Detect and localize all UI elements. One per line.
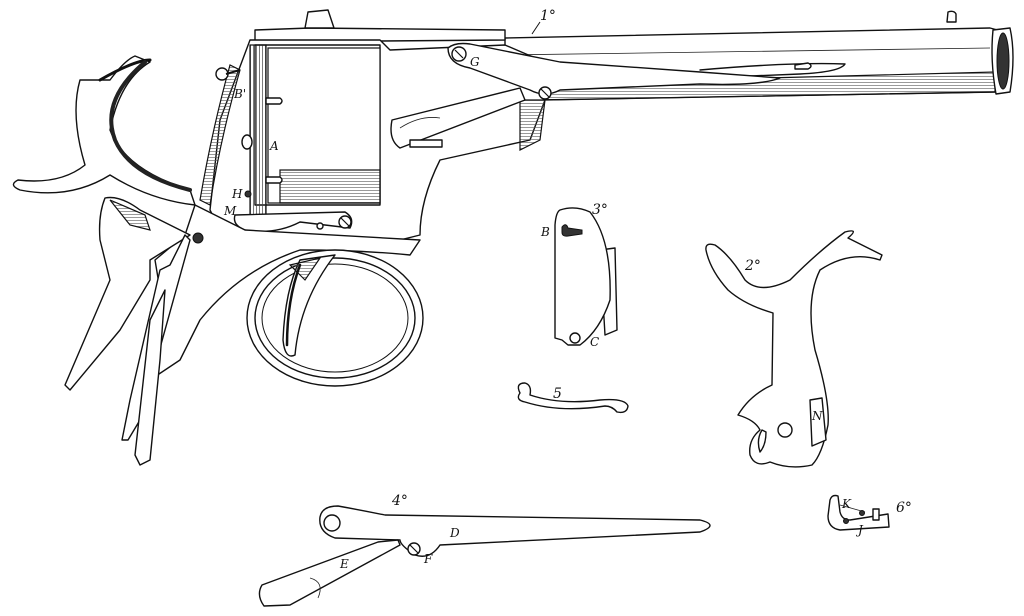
cylinder xyxy=(241,44,381,216)
grip-frame xyxy=(134,204,421,391)
label-fig2: 2° xyxy=(744,258,761,274)
label-fig1: 1° xyxy=(540,8,556,24)
label-F: F xyxy=(423,552,433,566)
label-fig3: 3° xyxy=(592,202,608,218)
label-M: M xyxy=(223,204,237,218)
label-Bp: B' xyxy=(233,87,246,101)
label-K: K xyxy=(841,497,852,511)
cylinder-pin-slot xyxy=(409,139,443,148)
label-A: A xyxy=(269,139,279,153)
loading-lever-assembled xyxy=(390,42,781,149)
label-fig6: 6° xyxy=(896,500,912,516)
fig6-catch xyxy=(827,494,890,531)
label-fig4: 4° xyxy=(391,493,408,509)
recoil-shield xyxy=(199,64,241,206)
label-D: D xyxy=(449,526,460,540)
label-N: N xyxy=(811,409,823,423)
trigger-guard xyxy=(246,249,424,387)
label-E: E xyxy=(339,557,349,571)
hammer xyxy=(12,55,196,206)
grip-strap xyxy=(134,289,166,466)
fig3-side-plate xyxy=(554,207,618,346)
fig5-spring xyxy=(517,382,629,414)
label-fig5: 5 xyxy=(553,386,562,402)
spring-plate xyxy=(233,211,353,233)
labels: 1° G B' A H M 3° B C 2° N 5 4° D E F 6° … xyxy=(223,8,912,571)
fig4-loading-lever xyxy=(258,505,711,607)
fig2-hammer xyxy=(705,230,883,468)
label-H: H xyxy=(231,187,243,201)
grip-back xyxy=(64,196,191,391)
fig1-revolver xyxy=(12,9,1014,466)
label-B: B xyxy=(540,225,550,239)
label-G: G xyxy=(470,55,480,69)
label-C: C xyxy=(590,335,599,349)
label-J: J xyxy=(855,523,864,537)
rear-sight xyxy=(304,9,335,29)
